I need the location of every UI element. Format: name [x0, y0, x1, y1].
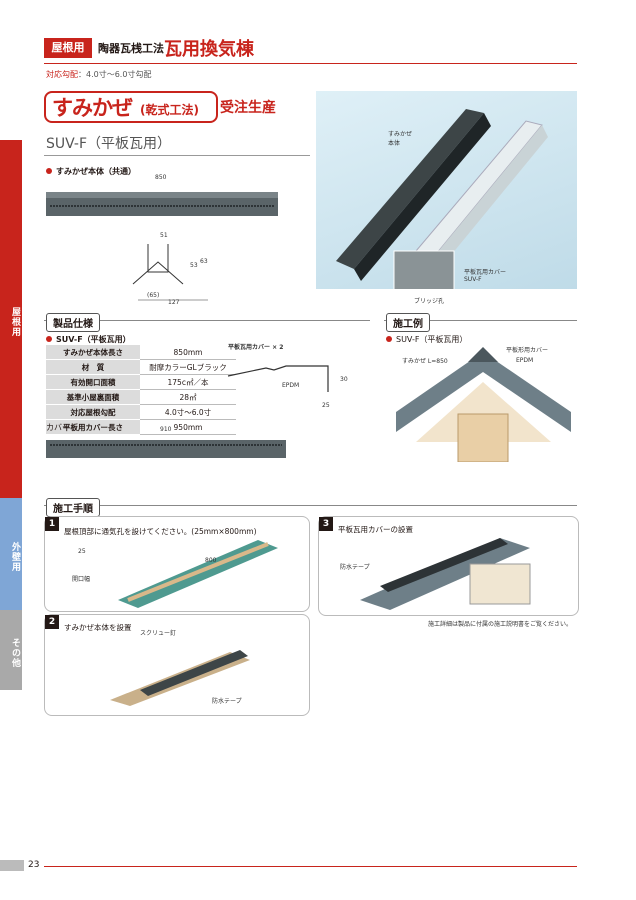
page-title: 瓦用換気棟 — [164, 39, 254, 60]
dim-65: (65) — [147, 292, 160, 299]
page-number: 23 — [28, 860, 40, 870]
dim-51: 51 — [160, 232, 168, 239]
step-1-box — [44, 516, 310, 612]
cover-drawing-label: 平板瓦用カバー × 2 — [228, 344, 284, 351]
dim-63: 63 — [200, 258, 208, 265]
pitch-info: 対応勾配：4.0寸〜6.0寸勾配 — [46, 70, 152, 79]
install-diagram — [396, 342, 571, 463]
procedure-footnote: 施工詳細は製品に付属の施工説明書をご覧ください。 — [428, 621, 573, 628]
step-2-number: 2 — [45, 615, 59, 629]
install-heading: SUV-F（平板瓦用） — [386, 334, 467, 345]
spec-heading: SUV-F（平板瓦用） — [46, 334, 131, 345]
step-1-note-25: 25 — [78, 548, 86, 555]
model-number: SUV-F（平板瓦用） — [46, 136, 171, 152]
footer-rule — [44, 866, 577, 867]
model-rule — [44, 155, 310, 156]
spec-section-label: 製品仕様 — [46, 313, 100, 332]
install-rule — [384, 320, 577, 321]
photo-label-bridge: ブリッジ孔 — [414, 298, 445, 305]
cover-section-drawing — [226, 354, 356, 406]
product-method: (乾式工法) — [140, 103, 199, 117]
step-3-note-tape: 防水テープ — [340, 564, 370, 571]
product-series: 陶器瓦桟工法 — [98, 42, 164, 55]
header-rule — [44, 63, 577, 64]
step-1-number: 1 — [45, 517, 59, 531]
step-1-diagram — [118, 530, 278, 608]
step-2-title: すみかぜ本体を設置 — [64, 623, 132, 632]
step-1-note-opening: 開口幅 — [72, 576, 91, 583]
cover-length-dim: 910 — [160, 426, 172, 433]
cover-drawing — [46, 436, 286, 462]
body-drawing-heading: すみかぜ本体（共通） — [46, 166, 136, 177]
install-label-cover: 平板形用カバー — [506, 347, 549, 354]
step-3-title: 平板瓦用カバーの設置 — [338, 525, 413, 534]
side-tab-roof[interactable]: 屋根用 — [0, 140, 22, 498]
procedure-section-label: 施工手順 — [46, 498, 100, 517]
step-2-box — [44, 614, 310, 716]
made-to-order-label: 受注生産 — [220, 100, 276, 116]
step-1-dim-800: 800 — [205, 557, 217, 564]
cover-dim-30: 30 — [340, 376, 348, 383]
step-2-diagram — [110, 640, 280, 706]
photo-label-body: すみかぜ本体 — [388, 131, 413, 147]
page-bar — [0, 860, 24, 871]
install-label-body: すみかぜ L=850 — [402, 358, 448, 365]
dim-53: 53 — [190, 262, 198, 269]
body-length-dim: 850 — [155, 174, 167, 181]
step-3-diagram — [360, 530, 570, 610]
body-section-drawing — [128, 232, 218, 308]
side-tab-other[interactable]: その他 — [0, 610, 22, 690]
install-section-label: 施工例 — [386, 313, 430, 332]
procedure-rule — [44, 505, 577, 506]
step-2-note-screw: スクリュー釘 — [140, 630, 177, 637]
cover-epdm-label: EPDM — [282, 382, 300, 389]
cover-label: カバー — [46, 423, 70, 432]
category-badge: 屋根用 — [44, 38, 92, 58]
dim-127: 127 — [168, 299, 180, 306]
product-name-box — [44, 91, 218, 123]
table-row: 材 質耐摩カラーGLブラック — [46, 359, 236, 375]
step-3-number: 3 — [319, 517, 333, 531]
install-label-epdm: EPDM — [516, 357, 534, 364]
side-tab-wall[interactable]: 外壁用 — [0, 498, 22, 610]
step-2-note-tape: 防水テープ — [212, 698, 242, 705]
spec-rule — [44, 320, 370, 321]
step-3-box — [318, 516, 579, 616]
step-1-title: 屋根頂部に通気孔を設けてください。(25mm×800mm) — [64, 527, 257, 536]
product-name: すみかぜ — [52, 96, 133, 120]
body-drawing — [46, 186, 278, 222]
cover-dim-25: 25 — [322, 402, 330, 409]
